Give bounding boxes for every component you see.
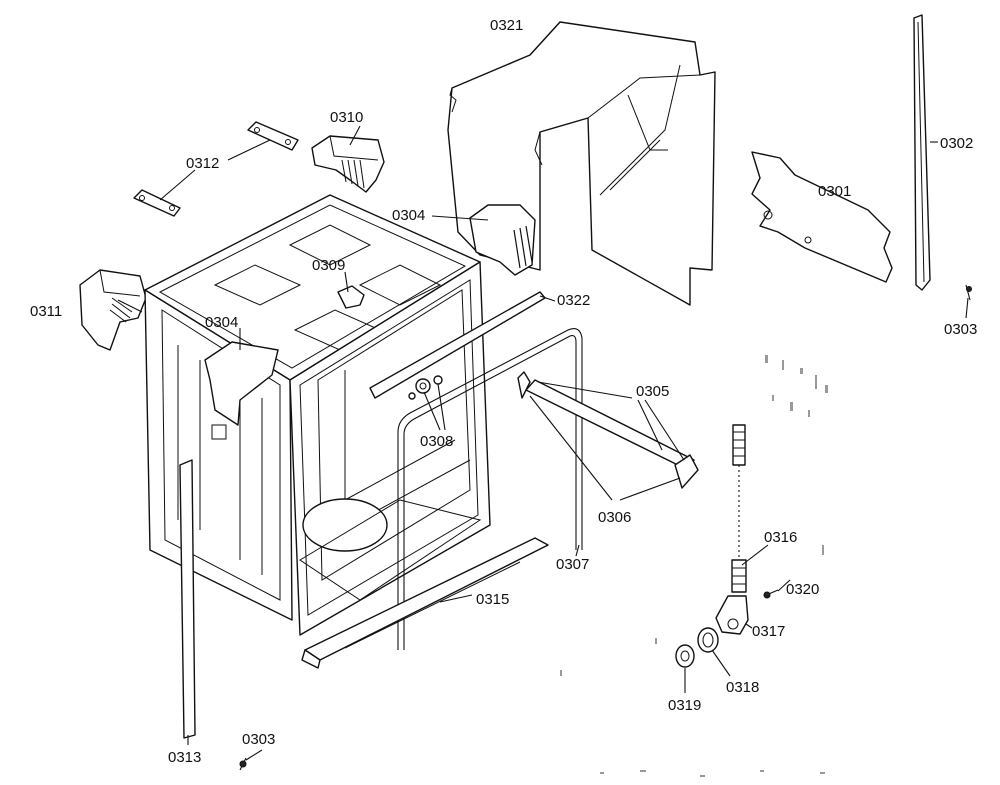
label-0316: 0316 [764, 529, 797, 546]
part-0312-plate-lower [133, 189, 181, 217]
part-0304-bracket-lower [204, 341, 279, 440]
part-0302-side-strip [913, 14, 931, 291]
label-0303-right: 0303 [944, 321, 977, 338]
part-0303-screw-bottom [239, 757, 247, 771]
part-0309-clip [337, 285, 365, 309]
label-0322: 0322 [557, 292, 590, 309]
part-0305-rack-rail [517, 371, 699, 489]
label-0307: 0307 [556, 556, 589, 573]
scan-specks [560, 355, 828, 777]
part-0320-screw [763, 589, 779, 599]
label-0321: 0321 [490, 17, 523, 34]
label-0304-lower: 0304 [205, 314, 238, 331]
label-0318: 0318 [726, 679, 759, 696]
part-0316-hose [731, 424, 747, 593]
part-0317-elbow [715, 595, 749, 635]
label-0309: 0309 [312, 257, 345, 274]
part-0307-door-gasket [397, 328, 583, 650]
label-0311: 0311 [30, 303, 62, 320]
part-0310-hinge-bracket [311, 135, 385, 193]
label-0319: 0319 [668, 697, 701, 714]
part-0319-washer [675, 644, 695, 668]
label-0301: 0301 [818, 183, 851, 200]
label-0317: 0317 [752, 623, 785, 640]
label-0306: 0306 [598, 509, 631, 526]
label-0305: 0305 [636, 383, 669, 400]
part-0311-hinge-bracket [79, 269, 147, 351]
part-0321-cover [447, 21, 716, 306]
part-0304-bracket-upper [469, 204, 536, 276]
label-0312: 0312 [186, 155, 219, 172]
label-0320: 0320 [786, 581, 819, 598]
leader-lines [117, 125, 969, 761]
label-0315: 0315 [476, 591, 509, 608]
label-0304-upper: 0304 [392, 207, 425, 224]
part-0313-side-strip [179, 459, 196, 739]
part-0315-base-plate [301, 537, 549, 669]
part-0318-ring [697, 627, 719, 653]
part-labels: 0321 0302 0310 0312 0301 0304 0309 0322 … [30, 17, 977, 766]
label-0308: 0308 [420, 433, 453, 450]
part-0312-plate-upper [247, 121, 299, 151]
part-0301-bracket [751, 151, 893, 283]
label-0303-bottom: 0303 [242, 731, 275, 748]
label-0302: 0302 [940, 135, 973, 152]
part-0303-screw-right [965, 284, 972, 301]
label-0313: 0313 [168, 749, 201, 766]
label-0310: 0310 [330, 109, 363, 126]
